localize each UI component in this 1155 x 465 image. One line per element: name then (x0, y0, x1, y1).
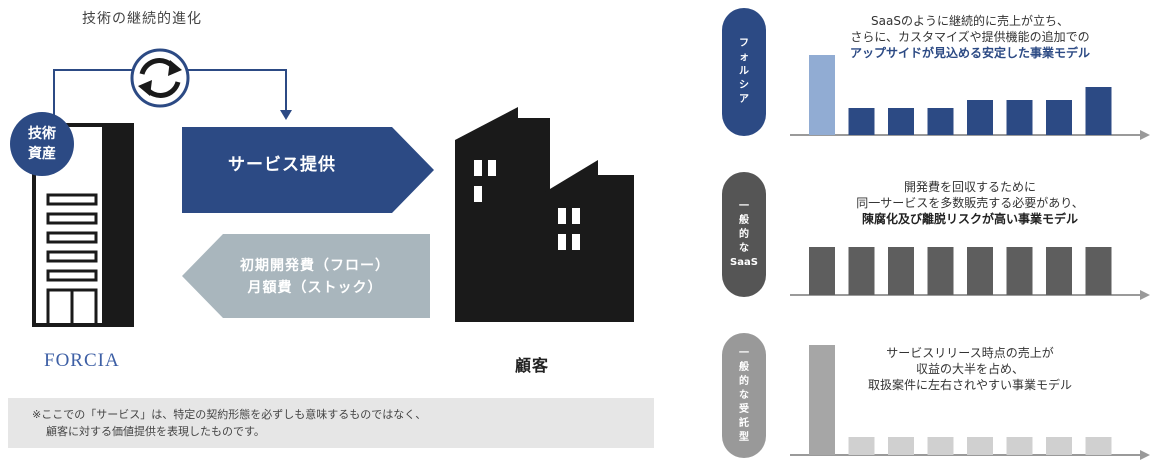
pill-char: 型 (739, 431, 749, 443)
cycle-arrows-icon (130, 48, 190, 108)
revenue-bar (967, 247, 993, 295)
revenue-bar (1046, 247, 1072, 295)
company-building (32, 123, 134, 327)
pill-char: ア (739, 94, 749, 105)
x-axis-arrowhead (1140, 290, 1150, 300)
revenue-bar (848, 247, 875, 295)
revenue-bar (888, 437, 914, 455)
revenue-bar (1046, 100, 1072, 135)
caption-highlight: アップサイドが見込める安定した事業モデル (849, 46, 1090, 60)
fee-flow: 初期開発費（フロー） (240, 258, 390, 274)
pill-char: 的 (739, 228, 749, 240)
revenue-bar (1006, 437, 1033, 455)
caption-line: SaaSのように継続的に売上が立ち、 (871, 14, 1069, 28)
model-caption-contract: サービスリリース時点の売上が 収益の大半を占め、 取扱案件に左右されやすい事業モ… (840, 345, 1100, 393)
model-pill-forcia: フォルシア (722, 8, 766, 136)
pill-char: 的 (739, 375, 749, 387)
revenue-bar (967, 437, 993, 455)
revenue-bar (1006, 247, 1033, 295)
caption-line: 同一サービスを多数販売する必要があり、 (856, 196, 1084, 210)
revenue-bar (1085, 437, 1112, 455)
pill-char: 般 (739, 214, 749, 226)
pill-char: 受 (739, 403, 749, 415)
revenue-bar (927, 247, 954, 295)
pill-char: な (739, 389, 749, 401)
model-pill-saas: 一般的な SaaS (722, 172, 766, 297)
revenue-bar (927, 108, 954, 135)
pill-char: 般 (739, 361, 749, 373)
revenue-bar (809, 247, 835, 295)
service-arrow (182, 127, 434, 213)
revenue-bar (848, 437, 875, 455)
fee-label: 初期開発費（フロー） 月額費（ストック） (215, 255, 415, 299)
revenue-bar (1085, 247, 1112, 295)
footnote-line-2: 顧客に対する価値提供を表現したものです。 (46, 425, 265, 438)
evolution-title: 技術の継続的進化 (82, 11, 202, 27)
x-axis-arrowhead (1140, 450, 1150, 460)
badge-line-1: 技術 (28, 126, 56, 142)
revenue-bar (1085, 87, 1112, 135)
revenue-bar (848, 108, 875, 135)
caption-line: さらに、カスタマイズや提供機能の追加での (850, 30, 1090, 44)
caption-line: サービスリリース時点の売上が (886, 346, 1054, 360)
model-caption-forcia: SaaSのように継続的に売上が立ち、 さらに、カスタマイズや提供機能の追加での … (830, 13, 1110, 61)
tech-asset-badge: 技術 資産 (10, 112, 74, 176)
badge-line-2: 資産 (28, 146, 56, 162)
customer-building (455, 107, 634, 322)
revenue-bar (888, 108, 914, 135)
model-caption-saas: 開発費を回収するために 同一サービスを多数販売する必要があり、 陳腐化及び離脱リ… (830, 179, 1110, 227)
fee-arrow (182, 234, 430, 318)
revenue-bar (927, 437, 954, 455)
pill-char: SaaS (730, 256, 758, 268)
x-axis-arrowhead (1140, 130, 1150, 140)
pill-char: な (739, 242, 749, 254)
model-pill-contract: 一般的な受託型 (722, 333, 766, 458)
pill-char: ォ (739, 52, 749, 63)
caption-line: 開発費を回収するために (903, 180, 1036, 194)
revenue-bar (809, 345, 835, 455)
customer-label: 顧客 (515, 356, 550, 375)
caption-highlight: 陳腐化及び離脱リスクが高い事業モデル (861, 212, 1078, 226)
forcia-logo: FORCIA (44, 350, 120, 371)
footnote: ※ここでの「サービス」は、特定の契約形態を必ずしも意味するものではなく、 顧客に… (8, 398, 654, 448)
pill-char: シ (739, 80, 749, 91)
service-label: サービス提供 (228, 155, 336, 175)
pill-char: フ (739, 38, 749, 49)
caption-line: 取扱案件に左右されやすい事業モデル (867, 378, 1072, 392)
revenue-bar (888, 247, 914, 295)
caption-line: 収益の大半を占め、 (915, 362, 1024, 376)
revenue-bar (967, 100, 993, 135)
pill-char: ル (739, 66, 749, 77)
revenue-bar (809, 55, 835, 135)
pill-char: 託 (739, 417, 749, 429)
pill-char: 一 (739, 200, 749, 212)
fee-stock: 月額費（ストック） (247, 280, 383, 296)
footnote-line-1: ※ここでの「サービス」は、特定の契約形態を必ずしも意味するものではなく、 (32, 408, 427, 421)
revenue-bar (1006, 100, 1033, 135)
pill-char: 一 (739, 347, 749, 359)
revenue-bar (1046, 437, 1072, 455)
